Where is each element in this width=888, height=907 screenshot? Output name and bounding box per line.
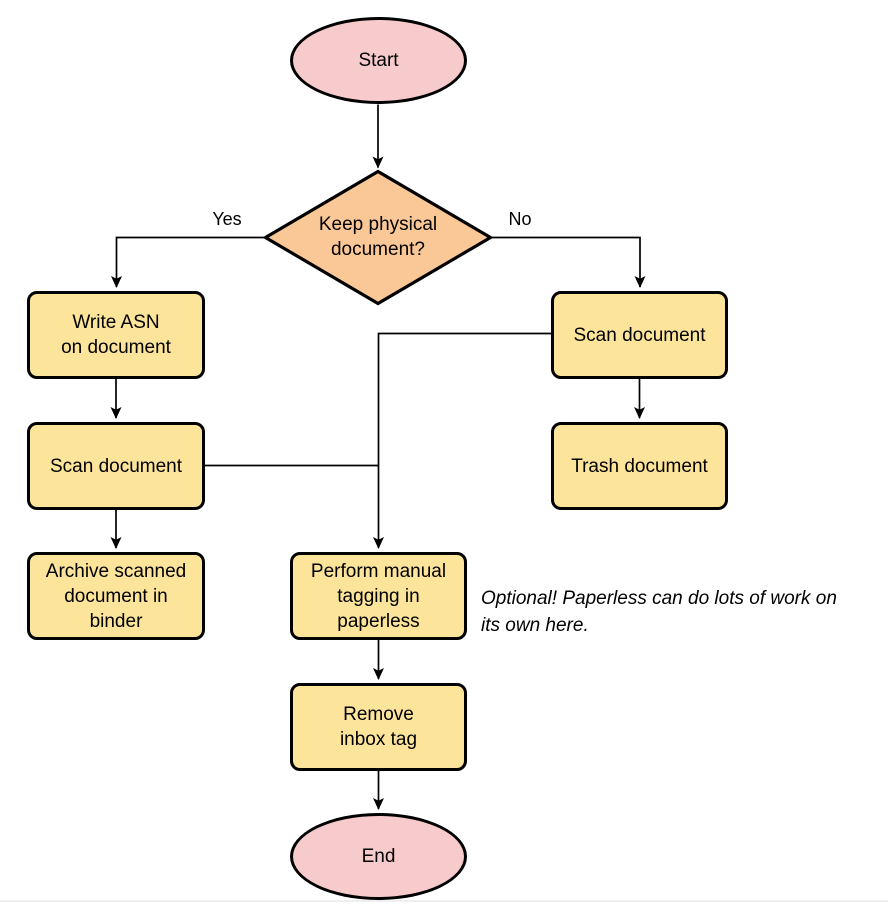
edge-scanright-to-tagging — [373, 332, 551, 549]
node-end: End — [290, 813, 467, 900]
optional-annotation: Optional! Paperless can do lots of work … — [481, 588, 837, 636]
node-archive-binder: Archive scanned document in binder — [27, 552, 205, 640]
node-keep-physical-decision: Keep physical document? — [318, 214, 438, 260]
node-start: Start — [290, 17, 467, 104]
decision-diamond-shape — [262, 169, 494, 306]
edge-label-yes: Yes — [212, 209, 242, 229]
edge-decision-yes — [111, 236, 264, 288]
node-remove-inbox-tag: Remove inbox tag — [290, 683, 467, 771]
node-write-asn: Write ASN on document — [27, 291, 205, 379]
page-divider — [0, 900, 888, 902]
node-trash-document: Trash document — [551, 422, 728, 510]
node-scan-document-right: Scan document — [551, 291, 728, 379]
edge-label-no: No — [508, 209, 532, 229]
edge-decision-no — [491, 236, 646, 288]
node-scan-document-left: Scan document — [27, 422, 205, 510]
node-manual-tagging: Perform manual tagging in paperless — [290, 552, 467, 640]
